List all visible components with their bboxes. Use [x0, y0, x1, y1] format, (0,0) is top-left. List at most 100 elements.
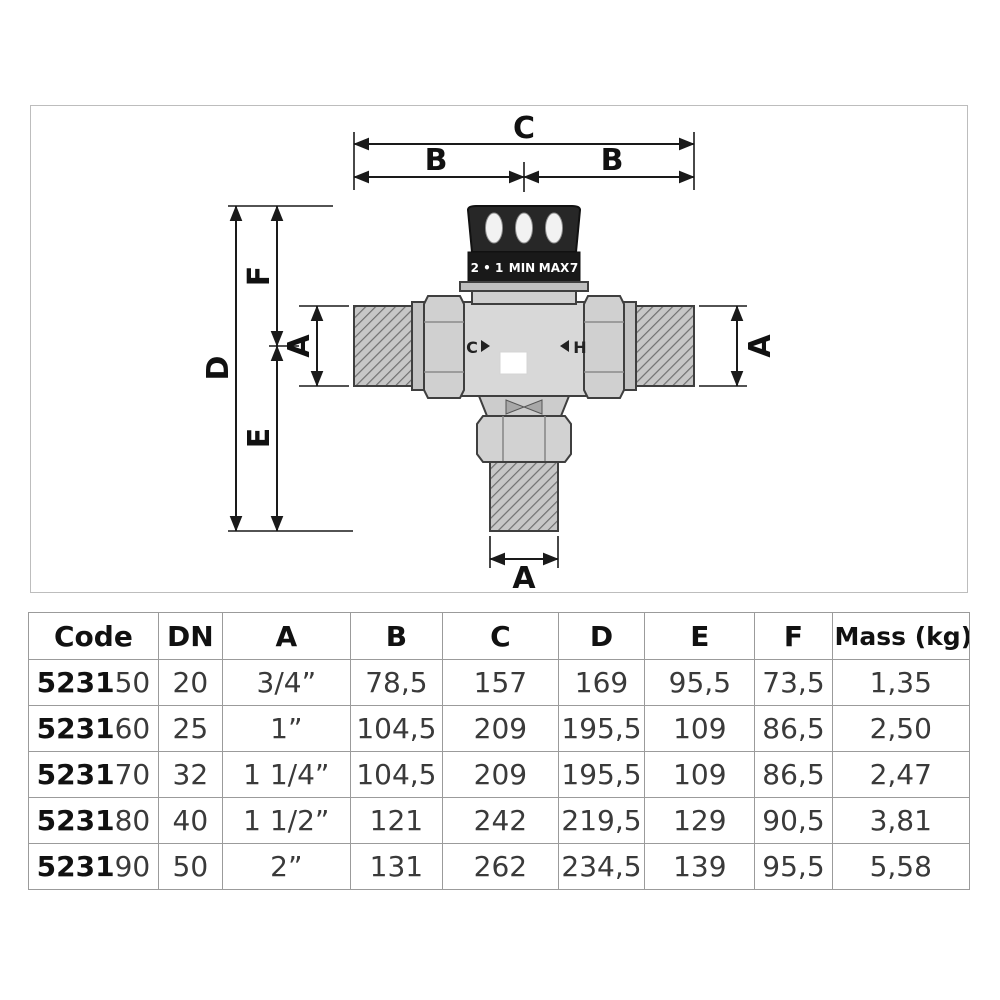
cell-f: 90,5: [754, 797, 833, 844]
valve-lower-taper: [477, 395, 571, 417]
table-row: 523180 40 1 1/2” 121 242 219,5 129 90,5 …: [28, 797, 971, 844]
dimension-f-label: F: [242, 266, 277, 287]
dimension-a-left: A: [282, 305, 349, 387]
cell-a: 1 1/4”: [221, 751, 351, 798]
table-row: 523160 25 1” 104,5 209 195,5 109 86,5 2,…: [28, 705, 971, 752]
cell-e: 129: [644, 797, 756, 844]
code-prefix: 5231: [36, 666, 115, 699]
knob-scale-band: [467, 251, 581, 283]
knob-scale-right: 7: [570, 261, 578, 275]
column-header-f: F: [754, 612, 833, 660]
cell-code: 523180: [28, 797, 159, 844]
cell-a: 1 1/2”: [221, 797, 351, 844]
code-suffix: 90: [114, 850, 151, 883]
valve-technical-drawing: C H 2 • 1 MIN MAX 7 C: [201, 111, 778, 592]
cell-b: 131: [349, 843, 444, 890]
knob-scale-max: MAX: [539, 261, 570, 275]
left-union-nut: [423, 295, 465, 399]
dimension-d-label: D: [201, 356, 236, 381]
cell-mass: 1,35: [831, 659, 971, 706]
cell-mass: 5,58: [831, 843, 971, 890]
valve-neck: [471, 289, 577, 305]
dimension-b-right-label: B: [601, 143, 624, 178]
cell-b: 104,5: [349, 751, 444, 798]
cold-port-label: C: [466, 338, 478, 357]
cell-code: 523170: [28, 751, 159, 798]
knob-grip-slot: [515, 212, 533, 244]
table-header-row: Code DN A B C D E F Mass (kg): [28, 612, 971, 660]
column-header-a: A: [221, 612, 351, 660]
cell-code: 523190: [28, 843, 159, 890]
dimension-f: F: [242, 205, 299, 347]
cell-d: 195,5: [557, 751, 646, 798]
code-suffix: 80: [114, 804, 151, 837]
cell-mass: 3,81: [831, 797, 971, 844]
cell-f: 86,5: [754, 705, 833, 752]
code-suffix: 60: [114, 712, 151, 745]
cold-port-arrow-icon: [481, 340, 490, 352]
table-row: 523170 32 1 1/4” 104,5 209 195,5 109 86,…: [28, 751, 971, 798]
table-row: 523190 50 2” 131 262 234,5 139 95,5 5,58: [28, 843, 971, 890]
cell-mass: 2,50: [831, 705, 971, 752]
cell-e: 109: [644, 705, 756, 752]
cell-e: 139: [644, 843, 756, 890]
cell-dn: 50: [157, 843, 223, 890]
knob-base-ring: [459, 281, 589, 292]
cell-dn: 32: [157, 751, 223, 798]
column-header-b: B: [349, 612, 444, 660]
cell-f: 73,5: [754, 659, 833, 706]
column-header-mass: Mass (kg): [831, 612, 971, 660]
dimension-d: D: [201, 205, 353, 532]
cell-f: 95,5: [754, 843, 833, 890]
cell-c: 209: [442, 751, 559, 798]
knob-scale-min: MIN: [509, 261, 535, 275]
code-prefix: 5231: [36, 804, 115, 837]
cell-a: 2”: [221, 843, 351, 890]
cell-e: 95,5: [644, 659, 756, 706]
cell-b: 78,5: [349, 659, 444, 706]
dimension-e: E: [242, 345, 284, 532]
hot-port-label: H: [573, 338, 586, 357]
cell-dn: 20: [157, 659, 223, 706]
right-threaded-connection: [633, 305, 695, 387]
cell-a: 3/4”: [221, 659, 351, 706]
cell-c: 157: [442, 659, 559, 706]
column-header-dn: DN: [157, 612, 223, 660]
code-prefix: 5231: [36, 758, 115, 791]
cell-mass: 2,47: [831, 751, 971, 798]
cell-d: 219,5: [557, 797, 646, 844]
cell-b: 121: [349, 797, 444, 844]
cell-d: 195,5: [557, 705, 646, 752]
dimension-c-label: C: [513, 111, 535, 146]
code-prefix: 5231: [36, 850, 115, 883]
dimensions-table: Code DN A B C D E F Mass (kg) 523150 20 …: [28, 612, 971, 890]
hot-port-arrow-icon: [560, 340, 569, 352]
column-header-e: E: [644, 612, 756, 660]
dimension-b-left: B: [353, 143, 525, 192]
valve-assembly: C H 2 • 1 MIN MAX 7: [353, 205, 695, 532]
dimension-a-right-label: A: [743, 334, 778, 358]
knob-grip-slot: [485, 212, 503, 244]
bottom-threaded-connection: [489, 461, 559, 532]
cell-c: 262: [442, 843, 559, 890]
column-header-code: Code: [28, 612, 159, 660]
body-label-patch: [499, 351, 528, 375]
cell-code: 523150: [28, 659, 159, 706]
dimension-a-bottom-label: A: [512, 561, 536, 592]
cell-d: 169: [557, 659, 646, 706]
code-suffix: 50: [114, 666, 151, 699]
dimension-a-left-label: A: [282, 334, 317, 358]
cell-a: 1”: [221, 705, 351, 752]
dimension-b-left-label: B: [425, 143, 448, 178]
dimension-e-label: E: [242, 428, 277, 449]
dimension-b-right: B: [523, 143, 695, 184]
technical-drawing-panel: C H 2 • 1 MIN MAX 7 C: [30, 105, 968, 593]
mix-bowtie-mark: [505, 399, 543, 415]
knob-scale-left: 2 • 1: [471, 261, 504, 275]
cell-b: 104,5: [349, 705, 444, 752]
cell-dn: 25: [157, 705, 223, 752]
column-header-c: C: [442, 612, 559, 660]
cell-f: 86,5: [754, 751, 833, 798]
code-suffix: 70: [114, 758, 151, 791]
